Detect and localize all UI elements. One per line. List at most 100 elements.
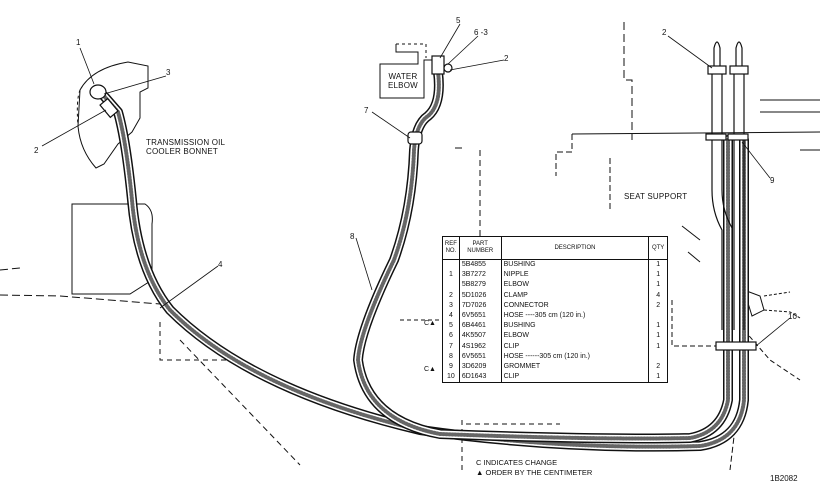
- col-ref-no: REF NO.: [442, 236, 460, 260]
- callout-3: 3: [166, 68, 171, 77]
- col-part-number: PART NUMBER: [458, 236, 502, 260]
- callout-9: 9: [770, 176, 775, 185]
- callout-2-elbow: 2: [504, 54, 509, 63]
- ref-no-cell: 3: [442, 300, 460, 311]
- part-number-cell: 6V5651: [458, 310, 502, 322]
- qty-cell: 1: [648, 321, 668, 332]
- description-cell: BUSHING: [500, 259, 650, 271]
- legend-change: C INDICATES CHANGE: [476, 458, 558, 467]
- callout-7: 7: [364, 106, 369, 115]
- description-cell: CLAMP: [500, 290, 650, 301]
- part-number-cell: 6D1643: [458, 372, 502, 383]
- qty-cell: [648, 310, 668, 322]
- callout-8: 8: [350, 232, 355, 241]
- callout-4: 4: [218, 260, 223, 269]
- cooler-bonnet-outline: [77, 61, 149, 169]
- qty-cell: 1: [648, 372, 668, 383]
- description-cell: CLIP: [500, 341, 650, 352]
- label-transmission-cooler: TRANSMISSION OIL COOLER BONNET: [146, 138, 226, 156]
- change-flag-4: C▲: [424, 320, 436, 327]
- ref-no-cell: [442, 259, 460, 271]
- water-elbow-bracket: [379, 44, 438, 99]
- water-elbow-fitting: [431, 55, 445, 75]
- description-cell: ELBOW: [500, 280, 650, 291]
- part-number-cell: 5D1026: [458, 290, 502, 301]
- legend-centimeter: ▲ ORDER BY THE CENTIMETER: [476, 468, 593, 477]
- clip-10: [715, 341, 757, 351]
- ref-no-cell: 1: [442, 270, 460, 281]
- ref-no-cell: 9: [442, 361, 460, 373]
- part-number-cell: 3B7272: [458, 270, 502, 281]
- callout-6-3: 6 -3: [474, 28, 488, 37]
- clip-7: [407, 131, 423, 145]
- description-cell: ELBOW: [500, 331, 650, 342]
- ref-no-cell: [442, 280, 460, 291]
- nipple-fitting: [89, 84, 107, 100]
- description-cell: HOSE ----305 cm (120 in.): [500, 310, 650, 322]
- clamp-water-elbow: [443, 63, 453, 73]
- label-water-elbow: WATER ELBOW: [388, 72, 418, 90]
- description-cell: NIPPLE: [500, 270, 650, 281]
- clamp-right-a: [707, 65, 727, 75]
- parts-table-header: REF NO. PART NUMBER DESCRIPTION QTY: [442, 236, 668, 260]
- part-number-cell: 3D6209: [458, 361, 502, 373]
- callout-1: 1: [76, 38, 81, 47]
- description-cell: CLIP: [500, 372, 650, 383]
- qty-cell: 1: [648, 270, 668, 281]
- qty-cell: 2: [648, 361, 668, 373]
- ref-no-cell: 7: [442, 341, 460, 352]
- col-description: DESCRIPTION: [500, 236, 650, 260]
- hose-end-loop-right: [735, 41, 743, 70]
- change-flag-8: C▲: [424, 366, 436, 373]
- ref-no-cell: 6: [442, 331, 460, 342]
- qty-cell: 2: [648, 300, 668, 311]
- qty-cell: 1: [648, 280, 668, 291]
- description-cell: BUSHING: [500, 321, 650, 332]
- qty-cell: 1: [648, 341, 668, 352]
- ref-no-cell: 5: [442, 321, 460, 332]
- label-seat-support: SEAT SUPPORT: [624, 192, 688, 201]
- pipe-right-a: [711, 70, 723, 330]
- qty-cell: [648, 351, 668, 362]
- clamp-right-b: [729, 65, 749, 75]
- qty-cell: 4: [648, 290, 668, 301]
- qty-cell: 1: [648, 331, 668, 342]
- description-cell: GROMMET: [500, 361, 650, 373]
- callout-10: 10: [788, 312, 797, 321]
- clamp-left: [99, 97, 119, 119]
- description-cell: HOSE ------305 cm (120 in.): [500, 351, 650, 362]
- callout-2-left: 2: [34, 146, 39, 155]
- left-bracket-outline: [71, 203, 153, 295]
- grommet-a: [705, 133, 727, 141]
- part-number-cell: 6V5651: [458, 351, 502, 362]
- parts-table: REF NO. PART NUMBER DESCRIPTION QTY 5B48…: [442, 236, 668, 384]
- ref-no-cell: 8: [442, 351, 460, 362]
- description-cell: CONNECTOR: [500, 300, 650, 311]
- callout-5: 5: [456, 16, 461, 25]
- qty-cell: 1: [648, 259, 668, 271]
- part-number-cell: 7D7026: [458, 300, 502, 311]
- figure-number: 1B2082: [770, 474, 798, 483]
- hose-end-loop-left: [713, 41, 721, 70]
- ref-no-cell: 2: [442, 290, 460, 301]
- part-number-cell: 4K5507: [458, 331, 502, 342]
- col-qty: QTY: [648, 236, 668, 260]
- ref-no-cell: 10: [442, 372, 460, 383]
- part-number-cell: 5B4855: [458, 259, 502, 271]
- grommet-b: [727, 133, 749, 141]
- callout-2-right: 2: [662, 28, 667, 37]
- part-number-cell: 5B8279: [458, 280, 502, 291]
